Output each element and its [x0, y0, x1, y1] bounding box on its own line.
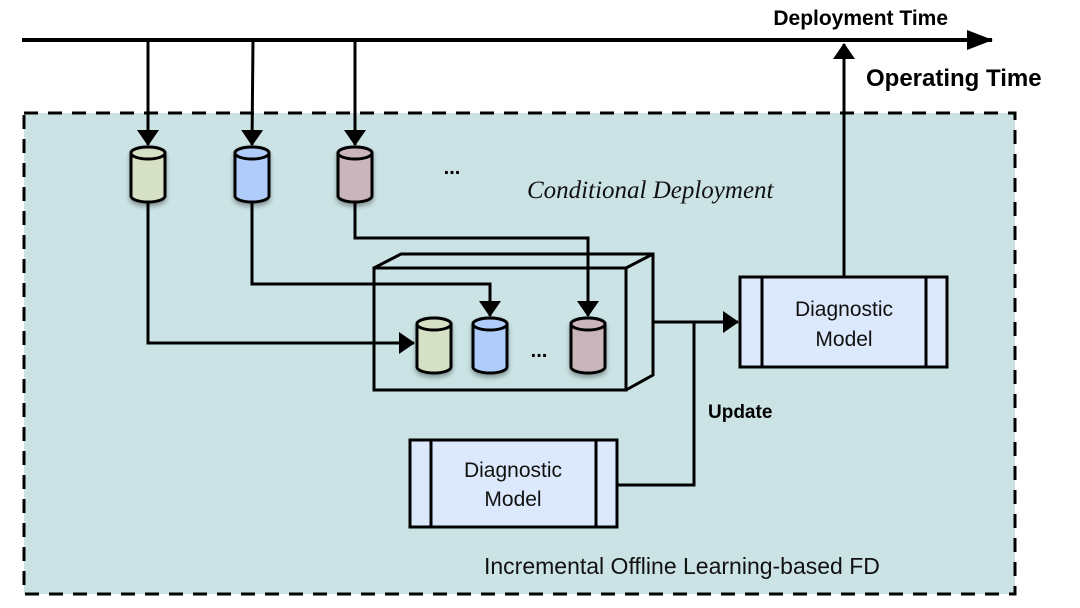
stored-dataset-2-cylinder [471, 316, 509, 375]
offline-model-label-line2: Model [484, 488, 541, 511]
deployment-time-label: Deployment Time [773, 7, 948, 30]
dataset-feed-arrows [137, 39, 366, 146]
data-store-box [372, 252, 655, 392]
datasets-ellipsis: ... [444, 157, 461, 179]
cylinder-lid [471, 316, 509, 332]
store-box-front [372, 266, 628, 392]
model-wiring: Update [617, 311, 772, 487]
deployed-model-box [738, 275, 949, 369]
deployed-diagnostic-model: Diagnostic Model [738, 275, 949, 369]
operating-time-label: Operating Time [866, 65, 1042, 92]
stored-datasets [415, 316, 607, 375]
route-dataset-2 [250, 203, 501, 317]
timeline: Deployment Time Operating Time [22, 7, 1042, 277]
cylinder-lid [336, 145, 374, 161]
update-label: Update [708, 402, 772, 423]
incoming-datasets [129, 145, 374, 204]
conditional-deployment-label: Conditional Deployment [527, 177, 775, 204]
cylinder-lid [569, 316, 607, 332]
route-dataset-3 [353, 203, 599, 317]
stored-dataset-1-cylinder [415, 316, 453, 375]
store-ellipsis: ... [531, 340, 548, 362]
route-dataset-1 [146, 203, 415, 354]
feed-arrow-2 [241, 39, 264, 146]
cylinder-lid [233, 145, 271, 161]
store-box-corner-edge [625, 252, 654, 270]
deployed-model-label-line1: Diagnostic [795, 298, 893, 321]
dataset-routing-wires [146, 203, 599, 354]
dataset-2-cylinder [233, 145, 271, 204]
deployed-model-label-line2: Model [815, 328, 872, 351]
offline-diagnostic-model: Diagnostic Model [408, 438, 619, 529]
offline-model-box [408, 438, 619, 529]
update-wire [617, 322, 696, 487]
region-label: Incremental Offline Learning-based FD [484, 553, 880, 579]
offline-model-label-line1: Diagnostic [464, 459, 562, 482]
dataset-3-cylinder [336, 145, 374, 204]
dataset-1-cylinder [129, 145, 167, 204]
cylinder-lid [415, 316, 453, 332]
cylinder-lid [129, 145, 167, 161]
stored-dataset-3-cylinder [569, 316, 607, 375]
